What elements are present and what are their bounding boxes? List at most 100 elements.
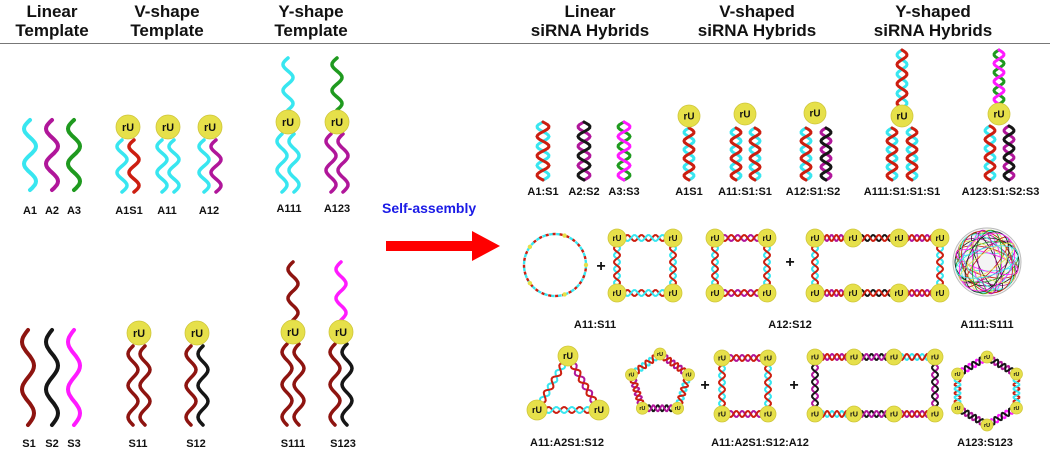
label-s2: S2 [45, 438, 59, 450]
rect-a12-s12-node-0-label: rU [811, 234, 820, 243]
label-a3-s3: A3:S3 [608, 186, 640, 198]
pentagon-node-1-label: rU [686, 373, 692, 379]
square-a11-s11-node-1 [663, 228, 683, 248]
hybrid-a3-s3-strand-b [616, 120, 632, 182]
rect-a12-s12-node-2-label: rU [895, 234, 904, 243]
pentagon-node-4 [625, 368, 638, 382]
rect-a12-s12-node-5-label: rU [895, 289, 904, 298]
node-s12 [184, 320, 210, 346]
square-row2-edge-1-strand-b [764, 357, 772, 415]
sphere-loop-19 [958, 232, 1016, 292]
header-v-template: V-shape Template [112, 2, 222, 40]
square-a11-s11-node-3 [607, 283, 627, 303]
square-row2-node-2-label: rU [764, 410, 772, 419]
label-a12: A12 [198, 205, 220, 217]
rect-a12-s12-node-1 [843, 228, 863, 248]
strand-s123-right [340, 342, 354, 427]
header-line: V-shape [134, 2, 200, 21]
rect-row2-node-3 [926, 348, 944, 366]
plus-2: + [785, 254, 794, 271]
strand-s111-top [286, 260, 300, 322]
rect-row2-node-5-label: rU [890, 410, 898, 419]
rect-a12-s12-node-6-label: rU [849, 289, 858, 298]
header-line: Template [15, 21, 89, 40]
square-a11-s11-edge-0-strand-b [616, 234, 674, 242]
header-line: Template [274, 21, 348, 40]
label-a111: A111 [276, 203, 302, 215]
node-s11 [126, 320, 152, 346]
label-s1: S1 [22, 438, 36, 450]
square-a11-s11-edge-2-strand-b [616, 289, 674, 297]
arrow-shaft [386, 241, 474, 251]
node-s12-label: rU [191, 328, 203, 340]
strand-s3 [65, 328, 83, 427]
square-a12-s12-node-3 [705, 283, 725, 303]
hexagon-a123-s123-node-1 [1010, 367, 1023, 381]
square-a11-s11-edge-1-strand-b [669, 237, 677, 294]
square-a12-s12-node-3-label: rU [711, 289, 720, 298]
rect-row2-node-6 [845, 405, 863, 423]
self-assembly-label: Self-assembly [382, 200, 477, 216]
sphere-loop-17 [972, 229, 1002, 295]
label-s3: S3 [67, 438, 81, 450]
label-a3: A3 [66, 205, 82, 217]
square-a11-s11-node-0 [607, 228, 627, 248]
arrow-head [472, 231, 500, 261]
label-a11-a2s1-s12-a12: A11:A2S1:S12:A12 [711, 437, 809, 449]
square-a12-s12-node-2 [757, 283, 777, 303]
label-s11: S11 [128, 438, 148, 450]
rect-a12-s12-edge-3-strand-b [936, 237, 944, 294]
rect-a12-s12-node-3 [930, 228, 950, 248]
hybrid-a12-right-strand-b [819, 126, 833, 182]
node-a11 [155, 114, 181, 140]
header-line: Y-shaped [895, 2, 971, 21]
header-y-hybrids: Y-shaped siRNA Hybrids [858, 2, 1008, 40]
square-row2-node-1-label: rU [764, 354, 772, 363]
ring-node-3 [527, 244, 533, 249]
strand-a123-right [336, 132, 350, 194]
hybrid-a11-right-strand-b [748, 126, 762, 182]
triangle-a11-a2s1-s12-node-2-label: rU [594, 405, 604, 415]
sphere-loop-21 [955, 245, 1019, 279]
hexagon-a123-s123-node-5 [951, 367, 964, 381]
hybrid-a1-s1-strand-b [535, 120, 551, 182]
hybrid-a1s1-strand-b [682, 126, 696, 182]
ring-node-1 [562, 292, 567, 297]
header-line: Y-shape [278, 2, 344, 21]
node-hybrid-a12-label: rU [810, 109, 821, 120]
rect-row2-node-7 [806, 405, 824, 423]
pentagon-node-0-label: rU [657, 352, 663, 358]
pentagon-node-2 [671, 401, 685, 415]
square-row2-node-3 [713, 405, 731, 423]
strand-a2 [43, 118, 61, 192]
plus-4: + [789, 377, 798, 394]
square-row2-node-0 [713, 349, 731, 367]
sphere-loop-20 [959, 242, 1015, 282]
rect-row2-node-1-label: rU [850, 353, 858, 362]
hexagon-a123-s123-node-0-label: rU [984, 355, 990, 361]
header-line: Linear [564, 2, 616, 21]
rect-a12-s12-node-7-label: rU [811, 289, 820, 298]
node-s111-label: rU [287, 327, 299, 339]
rect-a12-s12-node-4 [930, 283, 950, 303]
node-hybrid-a111-label: rU [897, 112, 908, 123]
label-a1: A1 [22, 205, 38, 217]
strand-s2 [43, 328, 61, 427]
node-a111 [275, 109, 301, 135]
label-a1s1: A1S1 [115, 205, 143, 217]
triangle-a11-a2s1-s12-edge-2-strand-b [567, 355, 600, 411]
strand-a123-top [330, 56, 344, 112]
node-s111 [280, 319, 306, 345]
square-a12-s12-node-1-label: rU [763, 234, 772, 243]
hybrid-a111-top-strand-b [895, 48, 909, 110]
rect-a12-s12-node-4-label: rU [936, 289, 945, 298]
hybrid-a12-left-strand-b [799, 126, 813, 182]
node-s11-label: rU [133, 328, 145, 340]
rect-row2-node-0 [806, 348, 824, 366]
pentagon-node-3-label: rU [639, 406, 645, 412]
rect-row2-node-6-label: rU [850, 410, 858, 419]
node-hybrid-a11 [733, 102, 757, 126]
square-a12-s12-node-1 [757, 228, 777, 248]
pentagon-node-0 [653, 347, 667, 361]
strand-s111-left [280, 342, 294, 427]
